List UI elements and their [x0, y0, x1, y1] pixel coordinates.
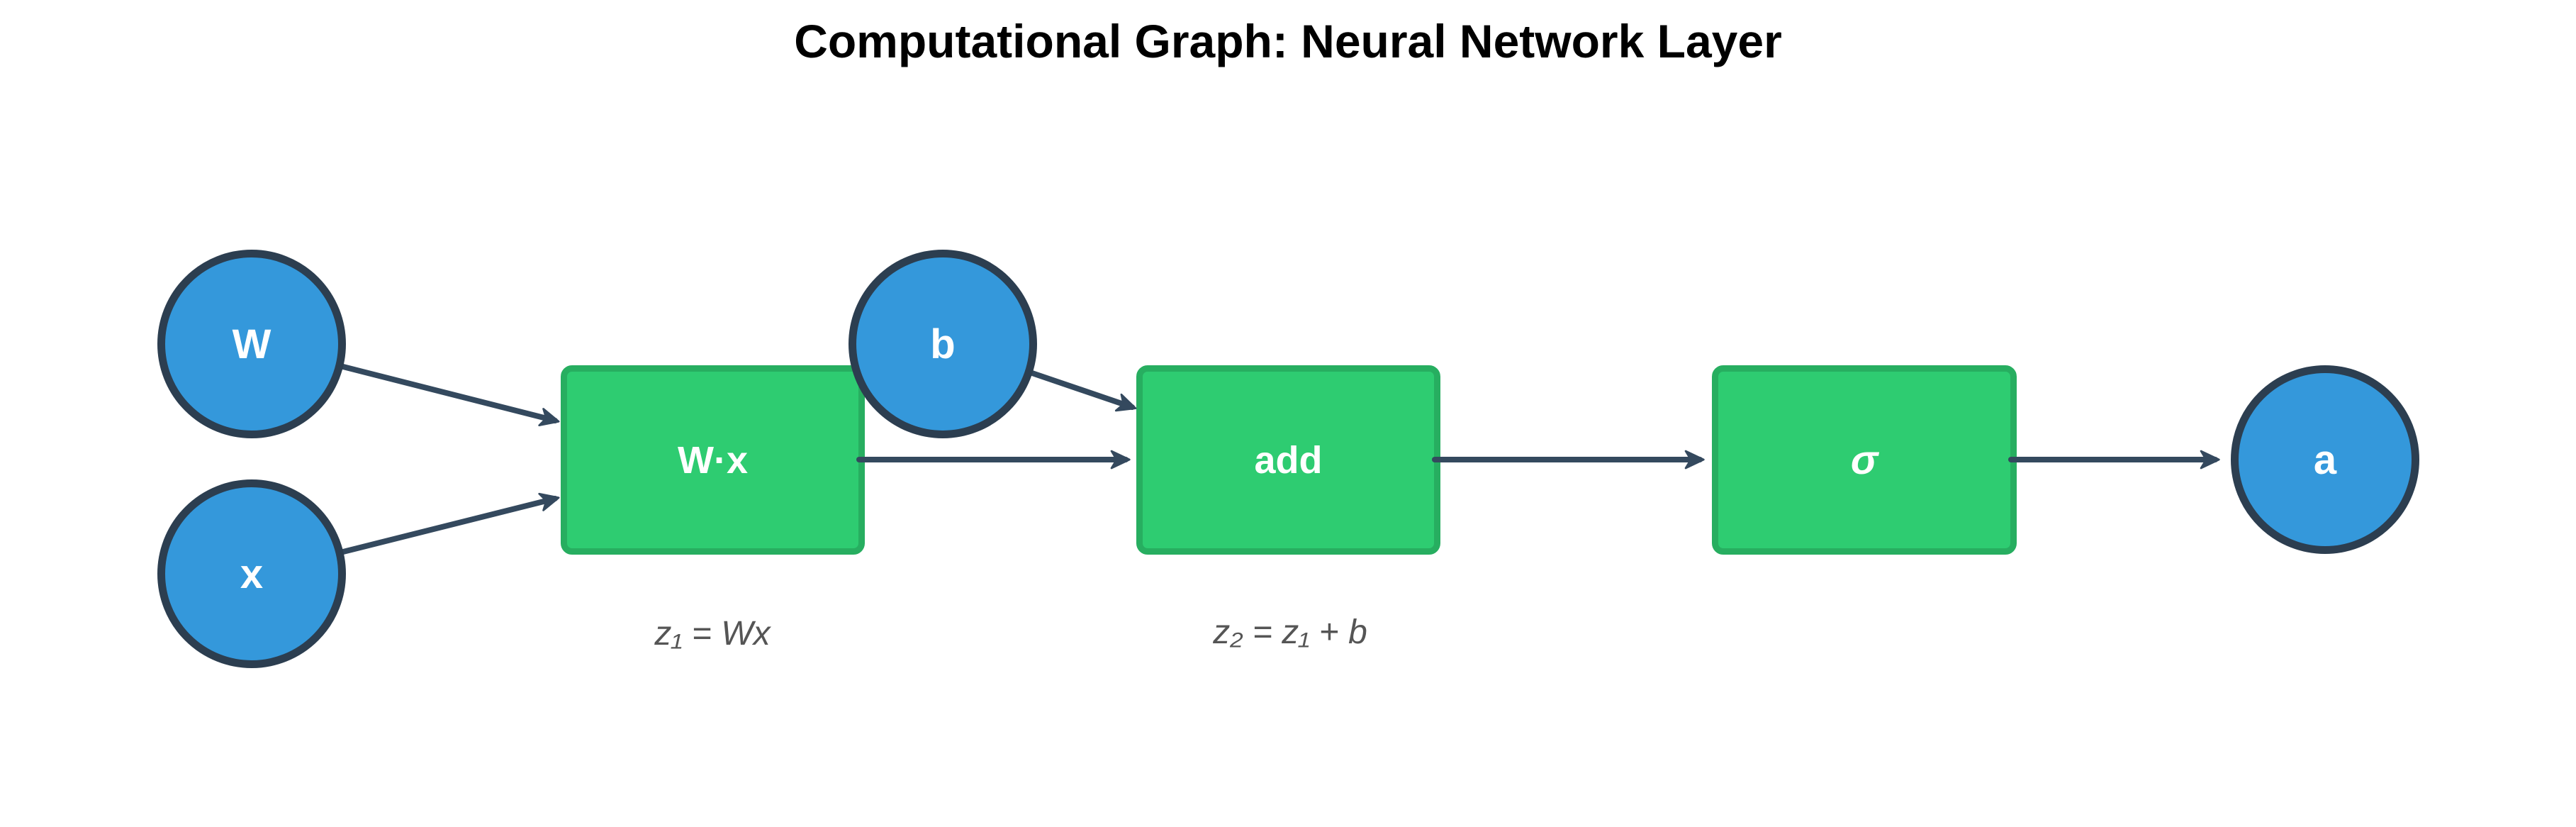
figure-title: Computational Graph: Neural Network Laye… [794, 15, 1782, 67]
edge-b-to-add [1029, 370, 1137, 412]
input-node-b: b [849, 250, 1037, 438]
input-node-w: W [157, 250, 346, 438]
output-node-a-label: a [2313, 436, 2337, 483]
formula-z1: z₁ = Wx [654, 615, 771, 653]
input-node-w-label: W [232, 321, 271, 367]
op-node-matmul: W·x [561, 365, 865, 555]
formula-z2: z₂ = z₁ + b [1213, 614, 1367, 651]
output-node-a: a [2231, 365, 2419, 554]
input-node-x: x [157, 479, 346, 668]
op-node-sigma: σ [1712, 365, 2017, 555]
edge-w-to-matmul [340, 364, 560, 427]
op-node-sigma-label: σ [1850, 437, 1878, 483]
edge-x-to-matmul [340, 492, 560, 555]
input-node-x-label: x [240, 550, 264, 597]
op-node-add: add [1136, 365, 1440, 555]
op-node-add-label: add [1254, 438, 1323, 482]
input-node-b-label: b [930, 321, 956, 367]
op-node-matmul-label: W·x [678, 438, 748, 482]
